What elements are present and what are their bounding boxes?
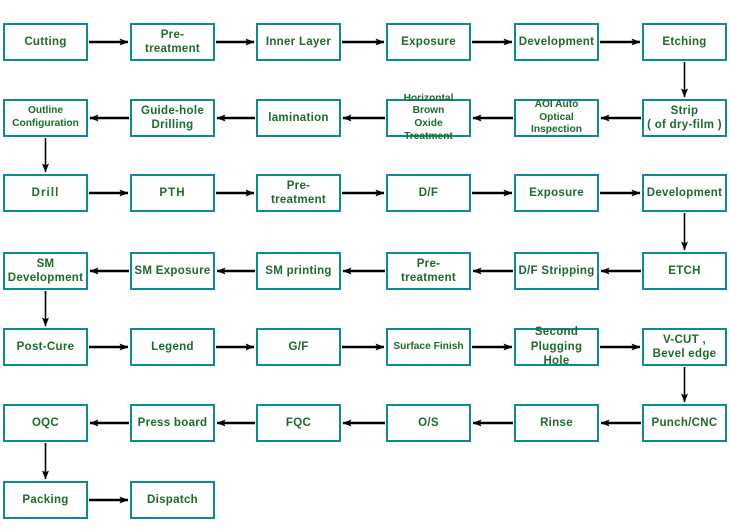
process-node-n1[interactable]: Cutting <box>3 23 88 61</box>
process-node-n29[interactable]: Second Plugging Hole <box>514 326 599 367</box>
process-node-n25[interactable]: Post-Cure <box>3 328 88 366</box>
process-node-n4[interactable]: Exposure <box>386 23 471 61</box>
process-node-n24[interactable]: SM Development <box>3 252 88 290</box>
process-node-n22[interactable]: SM printing <box>256 252 341 290</box>
process-node-n3[interactable]: Inner Layer <box>256 23 341 61</box>
process-node-n11[interactable]: Guide-hole Drilling <box>130 99 215 137</box>
process-node-n34[interactable]: FQC <box>256 404 341 442</box>
process-node-n31[interactable]: Punch/CNC <box>642 404 727 442</box>
process-node-n10[interactable]: lamination <box>256 99 341 137</box>
process-node-n27[interactable]: G/F <box>256 328 341 366</box>
process-node-n35[interactable]: Press board <box>130 404 215 442</box>
process-node-n8[interactable]: AOI Auto Optical Inspection <box>514 99 599 137</box>
process-node-n36[interactable]: OQC <box>3 404 88 442</box>
process-node-n13[interactable]: Drill <box>3 174 88 212</box>
process-node-n16[interactable]: D/F <box>386 174 471 212</box>
process-node-n33[interactable]: O/S <box>386 404 471 442</box>
process-node-n19[interactable]: ETCH <box>642 252 727 290</box>
process-node-n15[interactable]: Pre-treatment <box>256 174 341 212</box>
process-node-n7[interactable]: Strip ( of dry-film ) <box>642 99 727 137</box>
process-node-n26[interactable]: Legend <box>130 328 215 366</box>
process-node-n32[interactable]: Rinse <box>514 404 599 442</box>
process-node-n17[interactable]: Exposure <box>514 174 599 212</box>
process-node-n30[interactable]: V-CUT , Bevel edge <box>642 328 727 366</box>
process-node-n21[interactable]: Pre-treatment <box>386 252 471 290</box>
process-node-n18[interactable]: Development <box>642 174 727 212</box>
process-node-n2[interactable]: Pre-treatment <box>130 23 215 61</box>
process-node-n14[interactable]: PTH <box>130 174 215 212</box>
process-node-n5[interactable]: Development <box>514 23 599 61</box>
process-node-n23[interactable]: SM Exposure <box>130 252 215 290</box>
process-node-n9[interactable]: Horizontal Brown Oxide Treatment <box>386 93 471 142</box>
process-node-n6[interactable]: Etching <box>642 23 727 61</box>
process-node-n28[interactable]: Surface Finish <box>386 328 471 366</box>
process-node-n12[interactable]: Outline Configuration <box>3 99 88 137</box>
process-node-n38[interactable]: Dispatch <box>130 481 215 519</box>
process-node-n20[interactable]: D/F Stripping <box>514 252 599 290</box>
process-node-n37[interactable]: Packing <box>3 481 88 519</box>
